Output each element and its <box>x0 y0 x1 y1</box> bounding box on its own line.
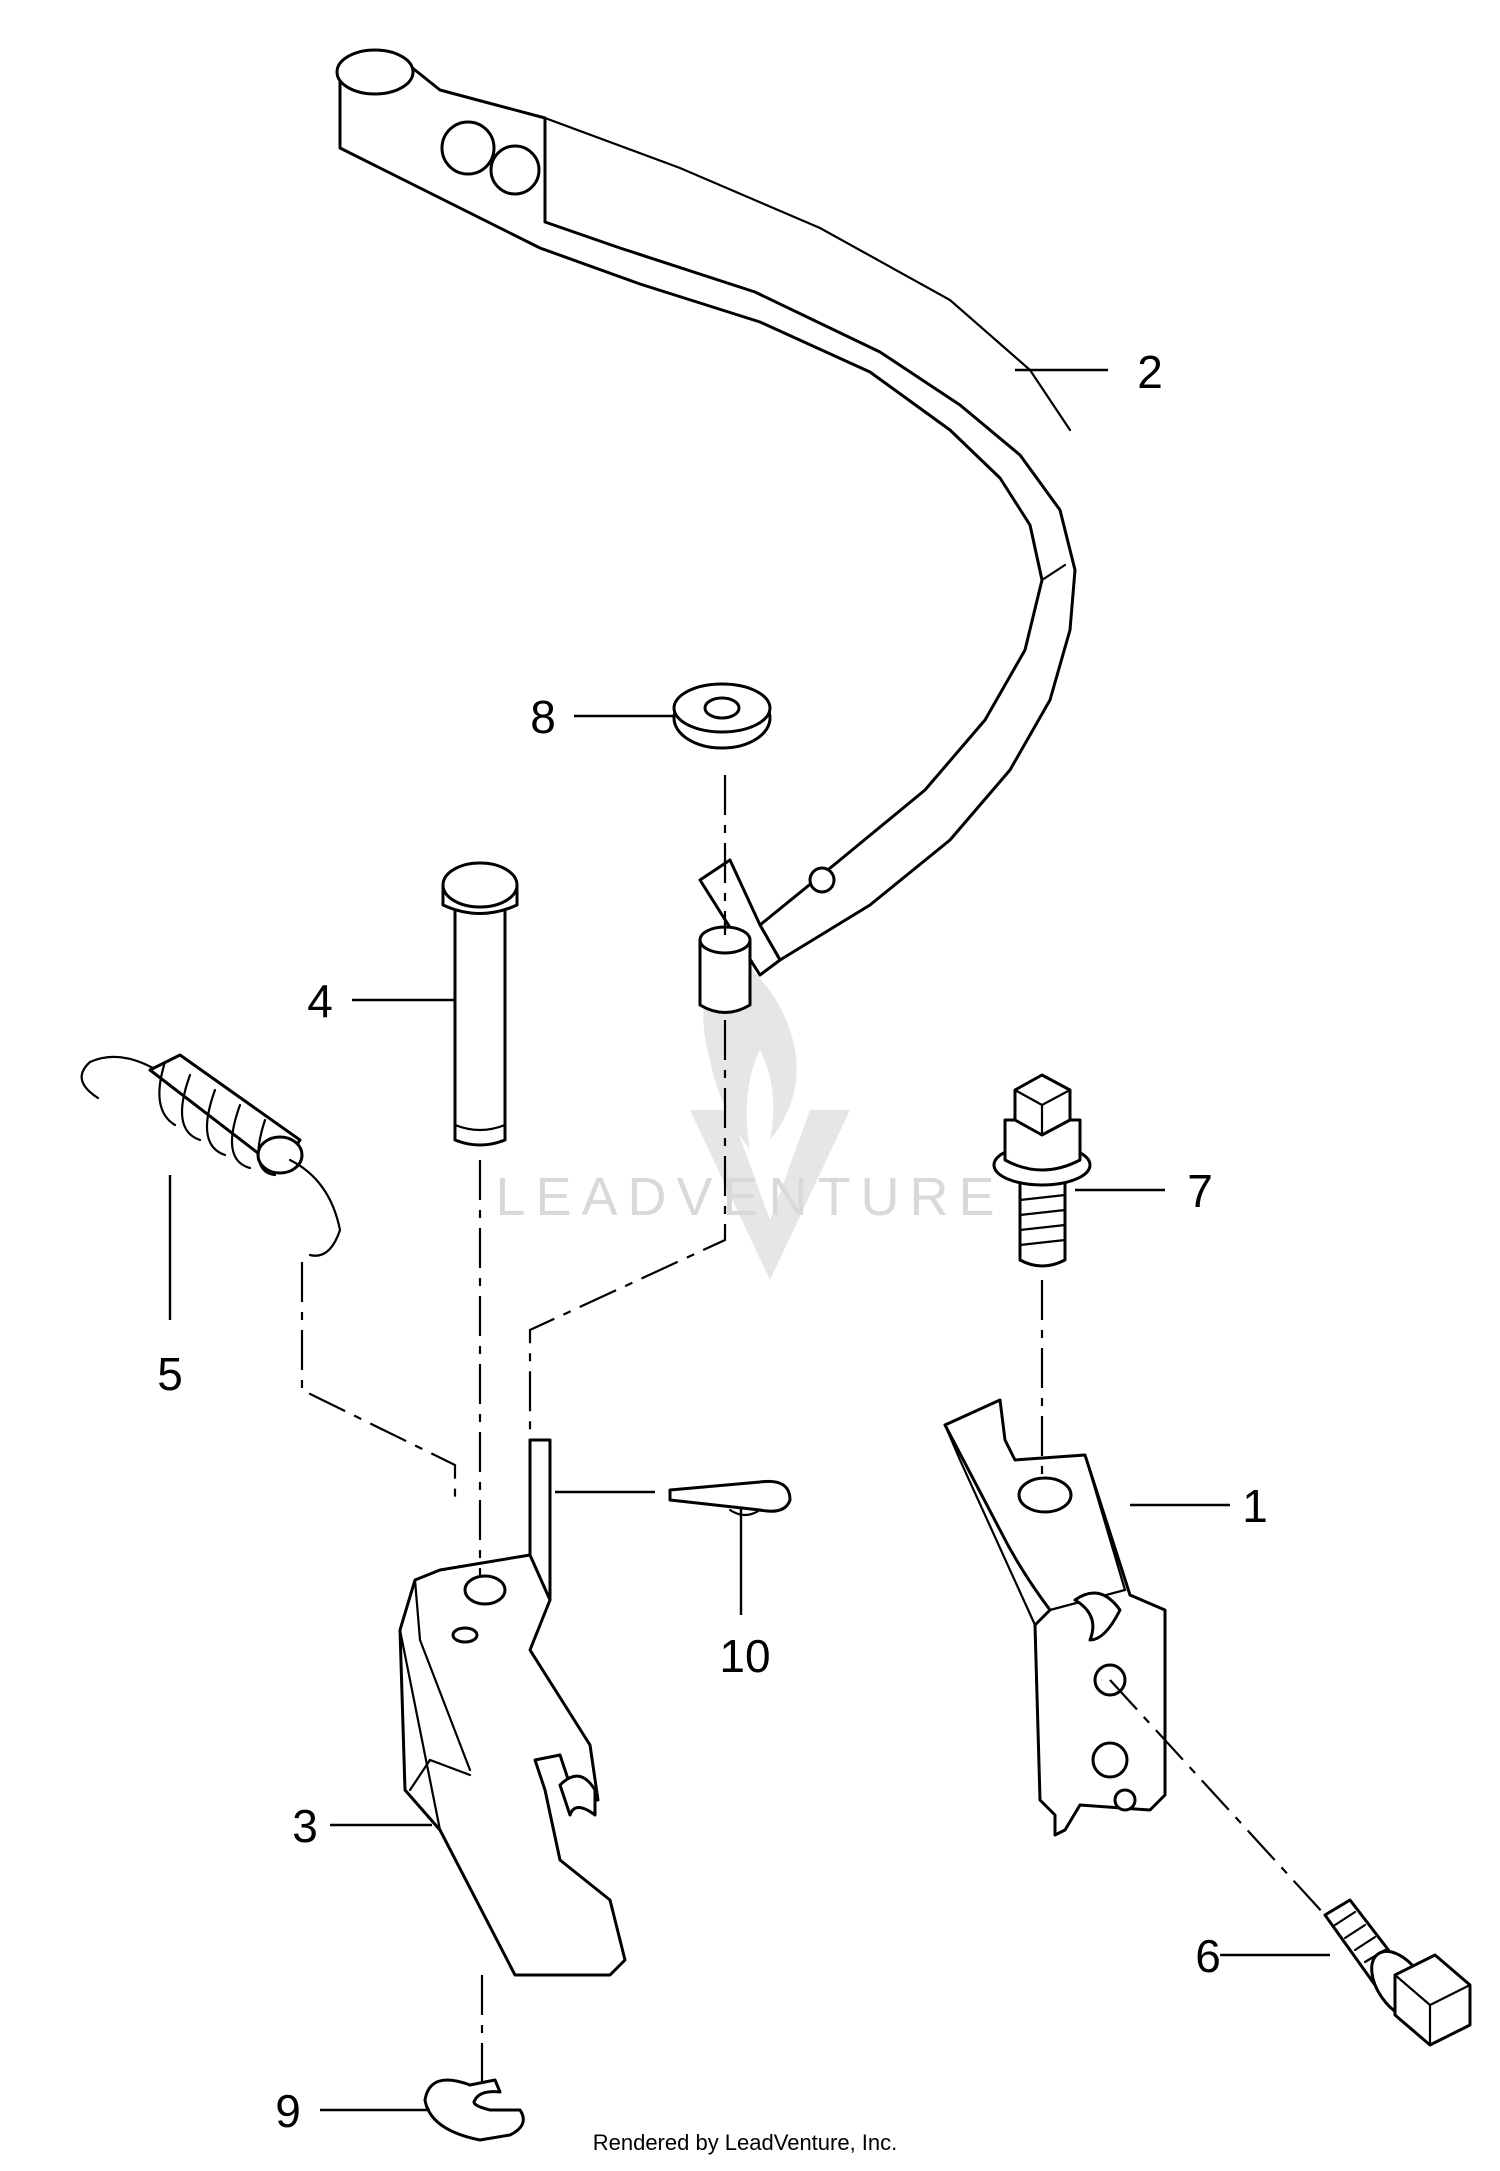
rendered-by-credit: Rendered by LeadVenture, Inc. <box>593 2130 898 2155</box>
part-10-cotter-pin <box>668 1479 792 1517</box>
alignment-lines <box>300 775 1326 2095</box>
watermark: LEADVENTURE <box>495 950 1004 1280</box>
callout-5: 5 <box>157 1348 183 1400</box>
callout-8: 8 <box>530 691 556 743</box>
callouts: 2 8 4 5 7 1 10 3 6 9 <box>157 346 1268 2137</box>
part-1-bracket <box>943 1398 1167 1837</box>
callout-4: 4 <box>307 975 333 1027</box>
callout-9: 9 <box>275 2085 301 2137</box>
part-7-bolt <box>992 1073 1092 1268</box>
band-end-post <box>698 925 752 1014</box>
part-5-spring <box>80 1053 342 1257</box>
callout-10: 10 <box>719 1630 770 1682</box>
callout-3: 3 <box>292 1800 318 1852</box>
leader-lines <box>168 368 1330 2112</box>
watermark-text: LEADVENTURE <box>495 1167 1004 1227</box>
part-4-pin <box>441 861 519 1147</box>
callout-2: 2 <box>1137 346 1163 398</box>
part-3-lever <box>398 1438 627 1977</box>
callout-7: 7 <box>1187 1165 1213 1217</box>
part-6-bolt <box>1323 1898 1472 2047</box>
part-8-washer <box>672 682 772 750</box>
callout-6: 6 <box>1195 1930 1221 1982</box>
part-2-brake-band <box>335 48 1077 977</box>
callout-1: 1 <box>1242 1480 1268 1532</box>
part-9-e-clip <box>423 2078 525 2142</box>
